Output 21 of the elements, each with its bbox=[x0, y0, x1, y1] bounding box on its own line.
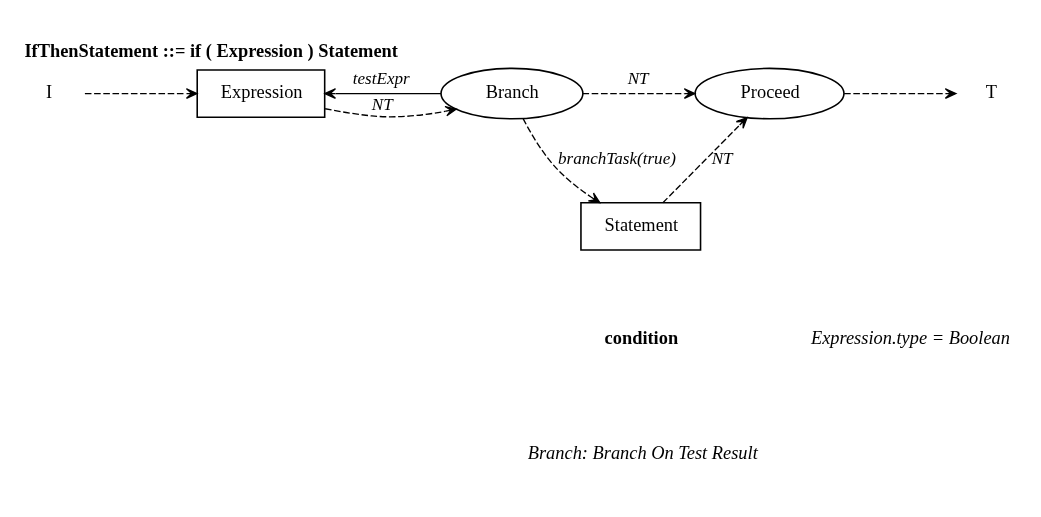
node-box: Expression bbox=[196, 69, 326, 119]
edge-label: branchTask(true) bbox=[557, 148, 676, 168]
label: condition bbox=[604, 328, 679, 349]
arrow bbox=[582, 88, 696, 99]
arrow bbox=[662, 116, 748, 204]
arrow bbox=[324, 105, 457, 118]
label: Expression.type = Boolean bbox=[810, 328, 1010, 349]
node-text: I bbox=[46, 82, 53, 103]
arrow bbox=[324, 88, 442, 99]
edge-label: NT bbox=[711, 148, 733, 168]
arrow bbox=[522, 118, 601, 204]
arrow bbox=[84, 88, 198, 99]
arrow bbox=[843, 88, 957, 99]
node-ellipse: Proceed bbox=[694, 67, 845, 120]
node-box: Statement bbox=[580, 202, 702, 251]
edge-label: NT bbox=[371, 94, 393, 114]
edge-label: testExpr bbox=[352, 68, 410, 88]
node-text: T bbox=[985, 82, 997, 103]
edge-label: NT bbox=[627, 68, 649, 88]
diagram-title: IfThenStatement ::= if ( Expression ) Statement bbox=[24, 40, 398, 61]
label: Branch: Branch On Test Result bbox=[527, 442, 758, 463]
